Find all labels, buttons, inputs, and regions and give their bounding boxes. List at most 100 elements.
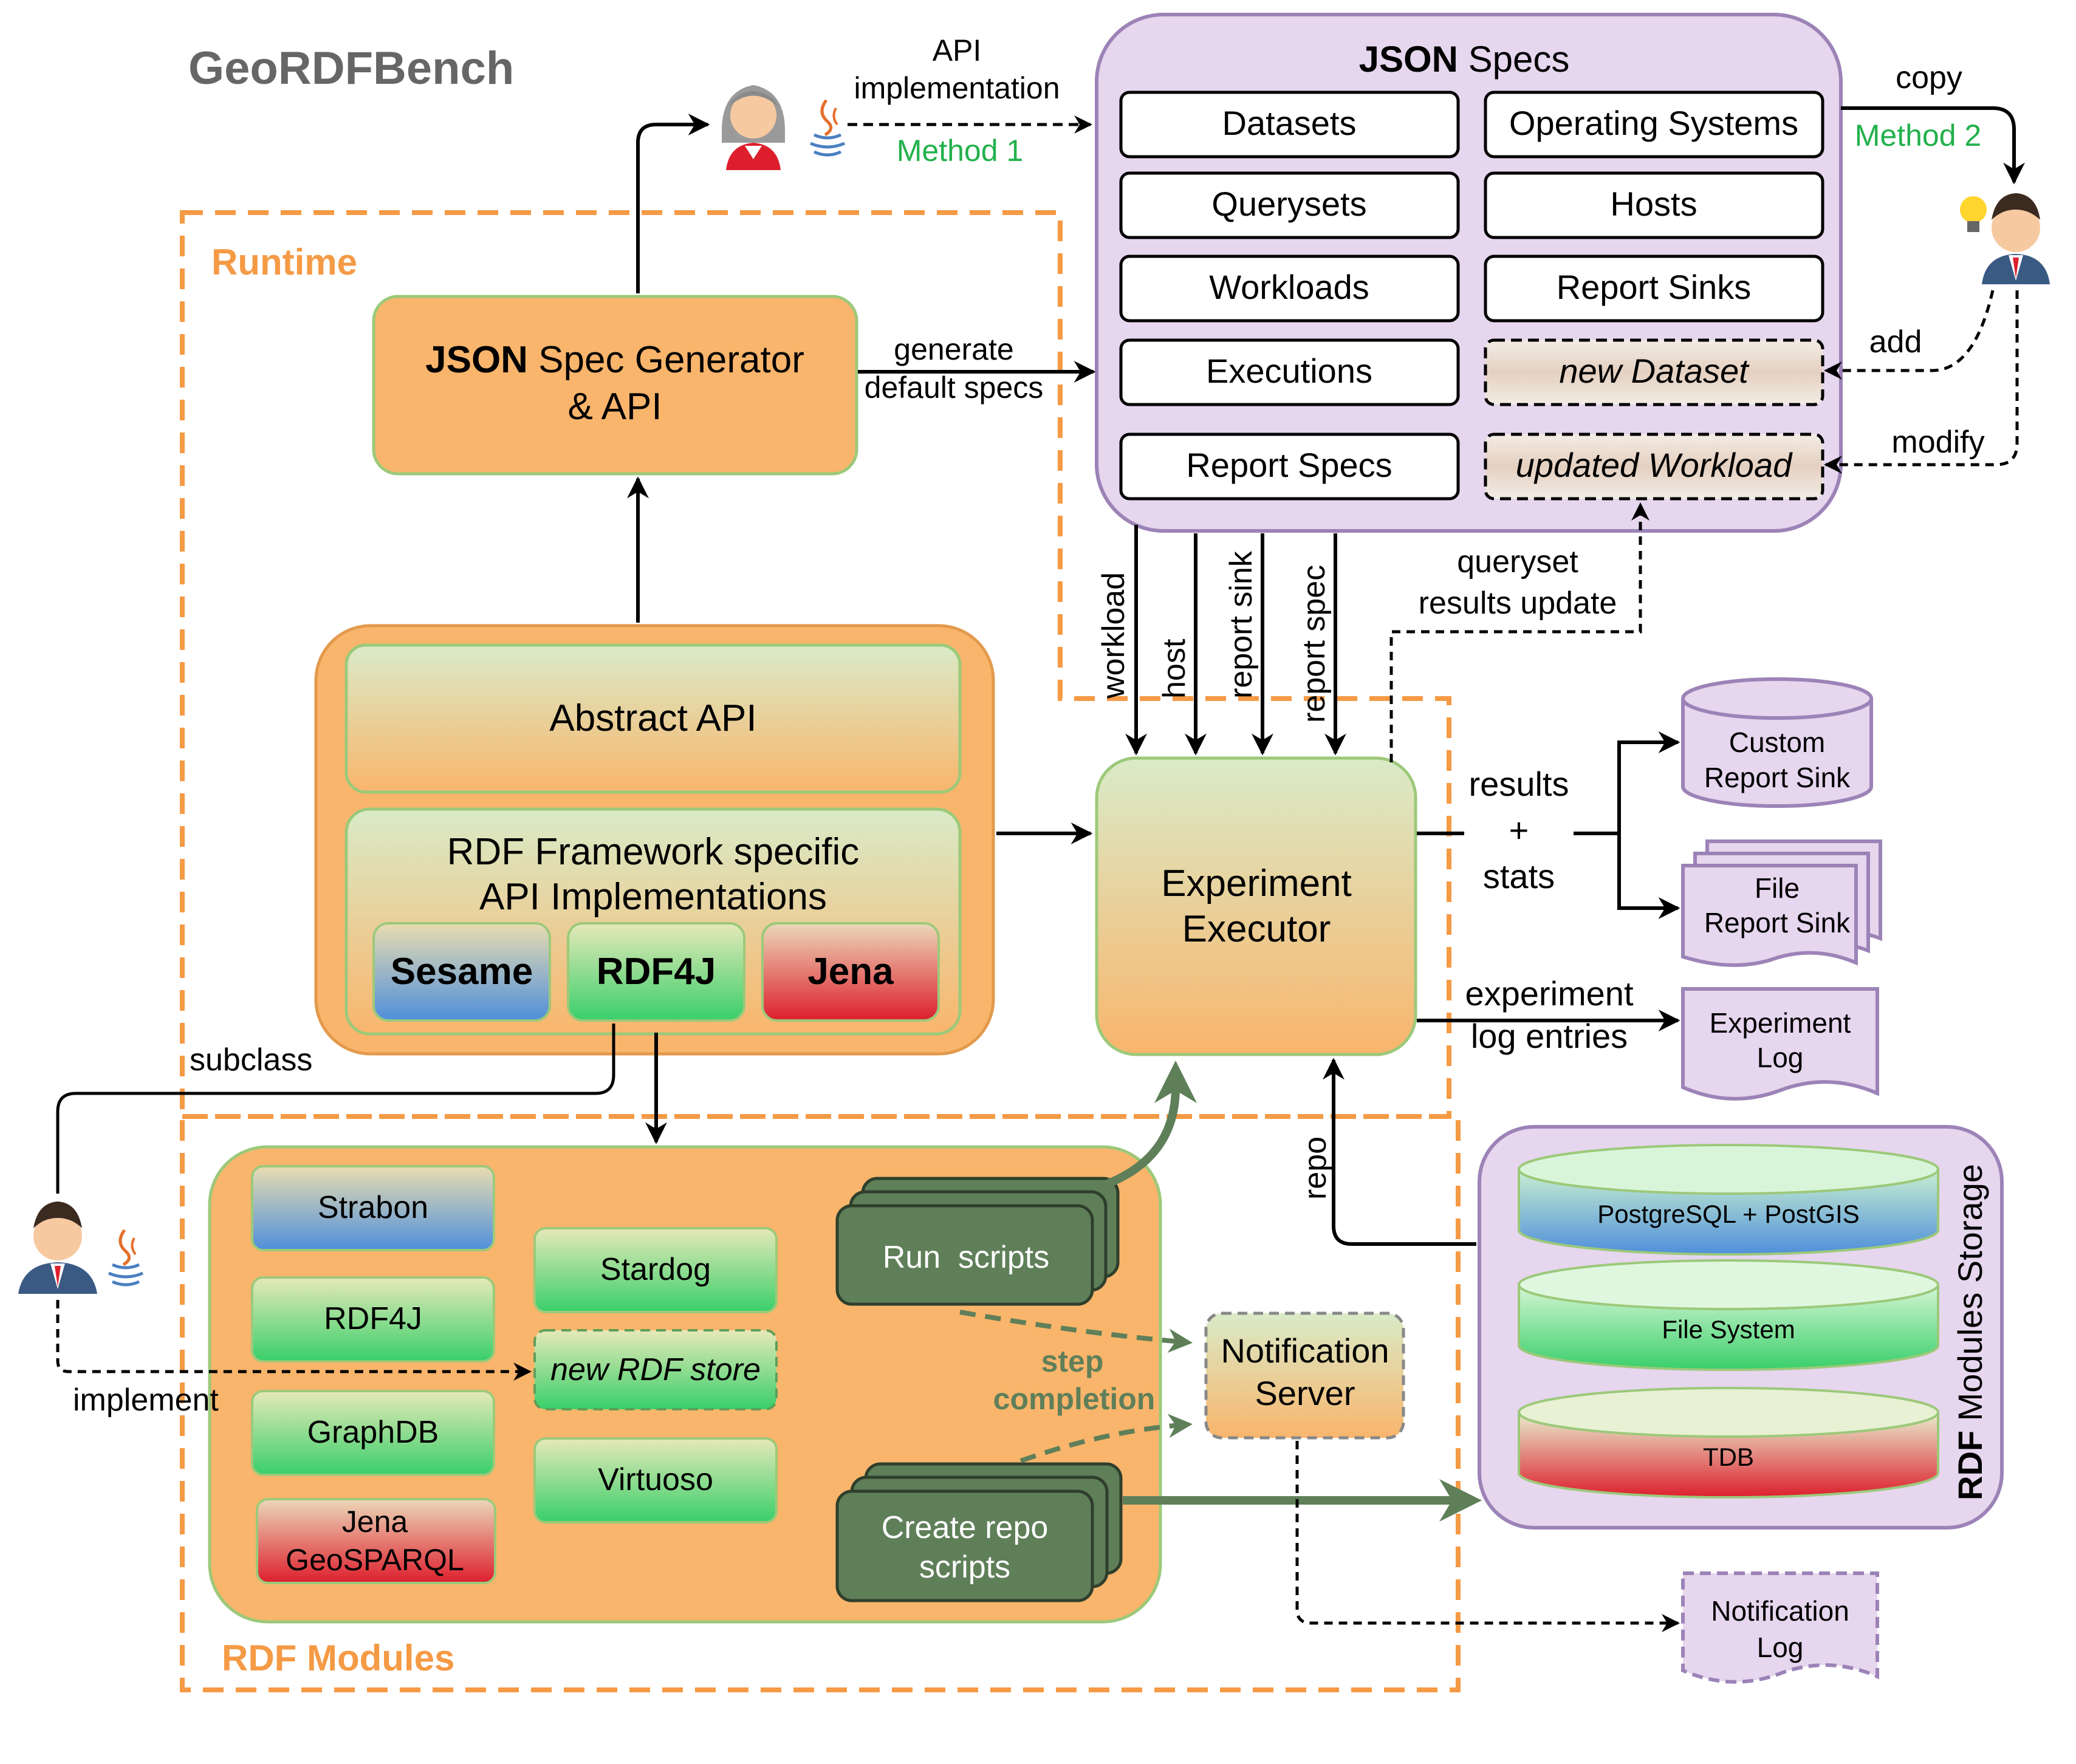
queryset-update-line1: queryset bbox=[1457, 544, 1578, 579]
generate-label-line1: generate bbox=[894, 332, 1013, 366]
file-report-sink[interactable]: File Report Sink bbox=[1681, 839, 1882, 967]
queryset-update-edge bbox=[1389, 502, 1649, 762]
generate-label-line2: default specs bbox=[865, 371, 1044, 405]
copy-label: copy bbox=[1896, 60, 1962, 95]
results-edge bbox=[1417, 740, 1677, 910]
framework-rdf4j[interactable]: RDF4J bbox=[567, 922, 745, 1022]
run-scripts[interactable]: Run scripts bbox=[835, 1177, 1120, 1306]
copy-edge bbox=[1841, 106, 2025, 185]
store-graphdb-label: GraphDB bbox=[307, 1415, 439, 1450]
framework-rdf4j-label: RDF4J bbox=[597, 951, 716, 993]
storage-file-system[interactable]: File System bbox=[1518, 1259, 1939, 1371]
store-graphdb[interactable]: GraphDB bbox=[251, 1390, 495, 1476]
framework-jena[interactable]: Jena bbox=[761, 922, 940, 1022]
svg-text:RDF Modules Storage: RDF Modules Storage bbox=[1951, 1164, 1989, 1500]
spec-report-sinks-label: Report Sinks bbox=[1557, 268, 1752, 306]
store-strabon[interactable]: Strabon bbox=[251, 1165, 495, 1251]
json-specs-title-bold: JSON bbox=[1359, 39, 1458, 80]
store-strabon-label: Strabon bbox=[318, 1190, 428, 1225]
completion-label: completion bbox=[993, 1382, 1156, 1416]
json-specs-title-rest: Specs bbox=[1458, 39, 1569, 80]
storage-postgresql-label: PostgreSQL + PostGIS bbox=[1597, 1200, 1859, 1228]
notification-log[interactable]: Notification Log bbox=[1681, 1571, 1879, 1684]
experiment-log[interactable]: Experiment Log bbox=[1681, 987, 1879, 1101]
executor-line1: Experiment bbox=[1161, 863, 1352, 904]
implement-label: implement bbox=[73, 1383, 219, 1418]
storage-postgresql[interactable]: PostgreSQL + PostGIS bbox=[1518, 1144, 1939, 1256]
host-label: host bbox=[1157, 638, 1192, 699]
experiment-executor[interactable]: Experiment Executor bbox=[1095, 756, 1417, 1056]
java-icon-left bbox=[108, 1229, 143, 1287]
abstract-api-label: Abstract API bbox=[549, 697, 756, 739]
modify-edge bbox=[1824, 290, 2019, 474]
framework-sesame[interactable]: Sesame bbox=[372, 922, 551, 1022]
spec-report-sinks[interactable]: Report Sinks bbox=[1484, 255, 1824, 323]
developer-woman-icon bbox=[722, 85, 785, 170]
custom-report-sink[interactable]: Custom Report Sink bbox=[1681, 677, 1873, 808]
spec-workloads[interactable]: Workloads bbox=[1119, 255, 1460, 323]
implement-edge bbox=[56, 1300, 532, 1381]
runtime-region bbox=[180, 210, 1451, 1119]
spec-operating-systems[interactable]: Operating Systems bbox=[1484, 91, 1824, 159]
exp-log-edge-line2: log entries bbox=[1471, 1017, 1628, 1055]
step-label: step bbox=[1041, 1344, 1104, 1378]
create-repo-line2: scripts bbox=[919, 1550, 1010, 1585]
report-spec-label: report spec bbox=[1297, 565, 1332, 723]
user-right-icon bbox=[1982, 193, 2050, 284]
add-edge bbox=[1824, 290, 1995, 380]
runtime-label: Runtime bbox=[211, 242, 357, 282]
results-label: results bbox=[1469, 765, 1569, 803]
run-to-executor-edge bbox=[1104, 1061, 1197, 1189]
run-scripts-label: Run scripts bbox=[883, 1240, 1050, 1275]
run-step-edge bbox=[959, 1310, 1193, 1353]
store-stardog-label: Stardog bbox=[600, 1252, 711, 1287]
storage-title-rest: Modules Storage bbox=[1951, 1164, 1989, 1431]
spec-datasets[interactable]: Datasets bbox=[1119, 91, 1460, 159]
plus-label: + bbox=[1509, 811, 1529, 849]
create-step-edge bbox=[1019, 1414, 1193, 1463]
spec-querysets[interactable]: Querysets bbox=[1119, 171, 1460, 239]
store-jena-geosparql[interactable]: Jena GeoSPARQL bbox=[256, 1498, 496, 1584]
repo-edge bbox=[1323, 1058, 1476, 1246]
stats-label: stats bbox=[1483, 857, 1555, 895]
modify-label: modify bbox=[1891, 425, 1984, 460]
store-virtuoso[interactable]: Virtuoso bbox=[533, 1437, 778, 1523]
abstract-api[interactable]: Abstract API bbox=[344, 643, 962, 794]
java-icon bbox=[810, 99, 845, 157]
spec-datasets-label: Datasets bbox=[1222, 104, 1357, 142]
create-repo-line1: Create repo bbox=[882, 1510, 1049, 1545]
rdf-modules-region bbox=[180, 1114, 1461, 1692]
api-impl-label-line2: implementation bbox=[854, 71, 1060, 105]
notification-server-line1: Notification bbox=[1221, 1332, 1389, 1370]
report-sink-label: report sink bbox=[1224, 550, 1259, 699]
notification-server[interactable]: Notification Server bbox=[1204, 1311, 1405, 1440]
spec-updated-workload[interactable]: updated Workload bbox=[1484, 432, 1824, 501]
spec-new-dataset[interactable]: new Dataset bbox=[1484, 338, 1824, 406]
file-sink-line2: Report Sink bbox=[1704, 907, 1851, 938]
storage-title-bold: RDF bbox=[1951, 1431, 1989, 1500]
queryset-update-line2: results update bbox=[1419, 586, 1617, 621]
spec-executions-label: Executions bbox=[1206, 352, 1372, 390]
method1-label: Method 1 bbox=[897, 134, 1023, 168]
store-new-rdf-store[interactable]: new RDF store bbox=[533, 1329, 778, 1410]
storage-tdb[interactable]: TDB bbox=[1518, 1387, 1939, 1499]
notification-server-line2: Server bbox=[1255, 1374, 1355, 1412]
rdf-modules-label: RDF Modules bbox=[222, 1638, 454, 1678]
store-stardog[interactable]: Stardog bbox=[533, 1227, 778, 1313]
store-rdf4j[interactable]: RDF4J bbox=[251, 1276, 495, 1362]
spec-operating-systems-label: Operating Systems bbox=[1509, 104, 1798, 142]
notification-log-line2: Log bbox=[1757, 1632, 1804, 1663]
spec-workloads-label: Workloads bbox=[1209, 268, 1369, 306]
exp-log-edge-line1: experiment bbox=[1465, 974, 1633, 1013]
custom-sink-line1: Custom bbox=[1729, 726, 1825, 758]
generator-to-impl-edge bbox=[636, 114, 710, 293]
create-repo-scripts[interactable]: Create repo scripts bbox=[835, 1462, 1123, 1602]
storage-tdb-label: TDB bbox=[1703, 1443, 1754, 1471]
spec-executions[interactable]: Executions bbox=[1119, 338, 1460, 406]
json-spec-generator[interactable]: JSON Spec Generator & API bbox=[372, 295, 858, 476]
method2-label: Method 2 bbox=[1855, 118, 1981, 152]
workload-label: workload bbox=[1096, 572, 1131, 699]
spec-hosts[interactable]: Hosts bbox=[1484, 171, 1824, 239]
svg-text:JSON Specs: JSON Specs bbox=[1359, 39, 1570, 80]
spec-report-specs[interactable]: Report Specs bbox=[1119, 432, 1460, 501]
